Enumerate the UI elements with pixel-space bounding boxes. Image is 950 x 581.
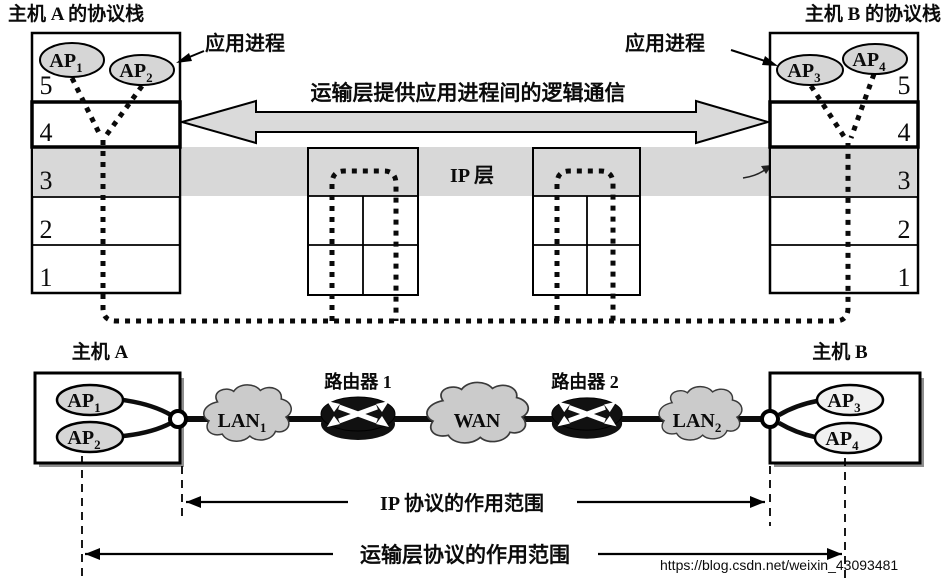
ap3-ellipse	[776, 54, 844, 86]
ap4-ellipse	[813, 421, 883, 455]
transport-scope-label: 运输层协议的作用范围	[360, 543, 570, 567]
host-b-label: 主机 B	[812, 341, 868, 363]
router2-stack	[532, 147, 641, 296]
ap1-ellipse	[55, 383, 125, 417]
transport-arrow-label: 运输层提供应用进程间的逻辑通信	[311, 81, 626, 105]
layer-number: 5	[898, 71, 911, 100]
ap1-ellipse	[39, 42, 105, 78]
ap2-ellipse	[109, 54, 175, 86]
router-cross-arrows	[557, 401, 617, 427]
layer-number: 4	[40, 118, 53, 147]
app-process-annotation-left: 应用进程	[176, 31, 285, 63]
watermark-text: https://blog.csdn.net/weixin_43093481	[660, 557, 898, 573]
double-arrow-shape	[178, 99, 772, 145]
lan1-label: LAN1	[218, 410, 267, 435]
app-process-annotation-right: 应用进程	[625, 31, 778, 66]
wan-cloud	[426, 381, 530, 444]
dotted-communication-path	[69, 73, 877, 324]
transport-scope-arrow: 运输层协议的作用范围	[85, 543, 842, 567]
host-b-layer3-shade	[771, 148, 917, 196]
host-b-junction-circle	[760, 409, 780, 429]
leader-arrowhead	[762, 56, 778, 66]
scope-guide-lines	[81, 456, 846, 579]
ap3-label: AP3	[827, 390, 861, 415]
ap1-label: AP1	[49, 50, 82, 75]
host-b-title: 主机 B 的协议栈	[805, 2, 941, 25]
ip-layer-band	[180, 147, 770, 196]
host-a-app-processes: AP1 AP2	[39, 42, 175, 86]
host-a-stack: 5 4 3 2 1	[30, 31, 182, 295]
layer-number: 1	[40, 263, 53, 292]
layer-number: 1	[898, 263, 911, 292]
leader-arrowhead	[176, 53, 192, 63]
layer-number: 2	[40, 215, 53, 244]
dotted-router1-arc	[329, 168, 399, 321]
host-a-junction-circle	[168, 409, 188, 429]
host-b-app-processes: AP3 AP4	[776, 43, 908, 86]
ap4-label: AP4	[852, 49, 886, 74]
layer-number: 5	[40, 71, 53, 100]
ap3-ellipse	[815, 383, 885, 417]
layer-number: 3	[898, 166, 911, 195]
layer-number: 2	[898, 215, 911, 244]
router1-icon	[320, 396, 396, 440]
ap1-label: AP1	[67, 390, 100, 415]
router1-label: 路由器 1	[324, 371, 392, 392]
host-a-title: 主机 A 的协议栈	[8, 2, 144, 25]
ip-scope-arrow: IP 协议的作用范围	[186, 491, 765, 515]
router-cross-arrows	[327, 401, 389, 427]
wan-label: WAN	[454, 410, 501, 432]
ap4-label: AP4	[825, 428, 859, 453]
dotted-ap4-branch	[848, 73, 877, 139]
ap4-ellipse	[842, 43, 908, 75]
host-a-layer3-shade	[33, 148, 179, 196]
host-a-bottom-app-processes: AP1 AP2	[55, 383, 125, 454]
ip-layer-label: IP 层	[450, 165, 494, 187]
lan1-cloud	[203, 384, 292, 442]
router2-icon	[551, 397, 623, 439]
host-connector-lines	[122, 397, 818, 440]
lan2-label: LAN2	[673, 410, 722, 435]
ap2-label: AP2	[67, 427, 100, 452]
router1-stack	[307, 147, 419, 296]
ap3-label: AP3	[787, 60, 821, 85]
ap2-label: AP2	[119, 60, 152, 85]
host-b-bottom-app-processes: AP3 AP4	[813, 383, 885, 455]
layer-number: 4	[898, 118, 911, 147]
ap2-ellipse	[55, 420, 125, 454]
host-b-layer4-box	[768, 100, 920, 149]
transport-logical-arrow: 运输层提供应用进程间的逻辑通信	[178, 81, 772, 145]
app-process-label-left: 应用进程	[205, 31, 285, 55]
host-a-layer4-box	[30, 100, 182, 149]
router2-label: 路由器 2	[551, 371, 619, 392]
lan2-cloud	[658, 385, 743, 441]
ip-scope-label: IP 协议的作用范围	[380, 491, 544, 515]
host-a-label: 主机 A	[72, 341, 129, 363]
layer-number: 3	[40, 166, 53, 195]
app-process-label-right: 应用进程	[625, 31, 705, 55]
